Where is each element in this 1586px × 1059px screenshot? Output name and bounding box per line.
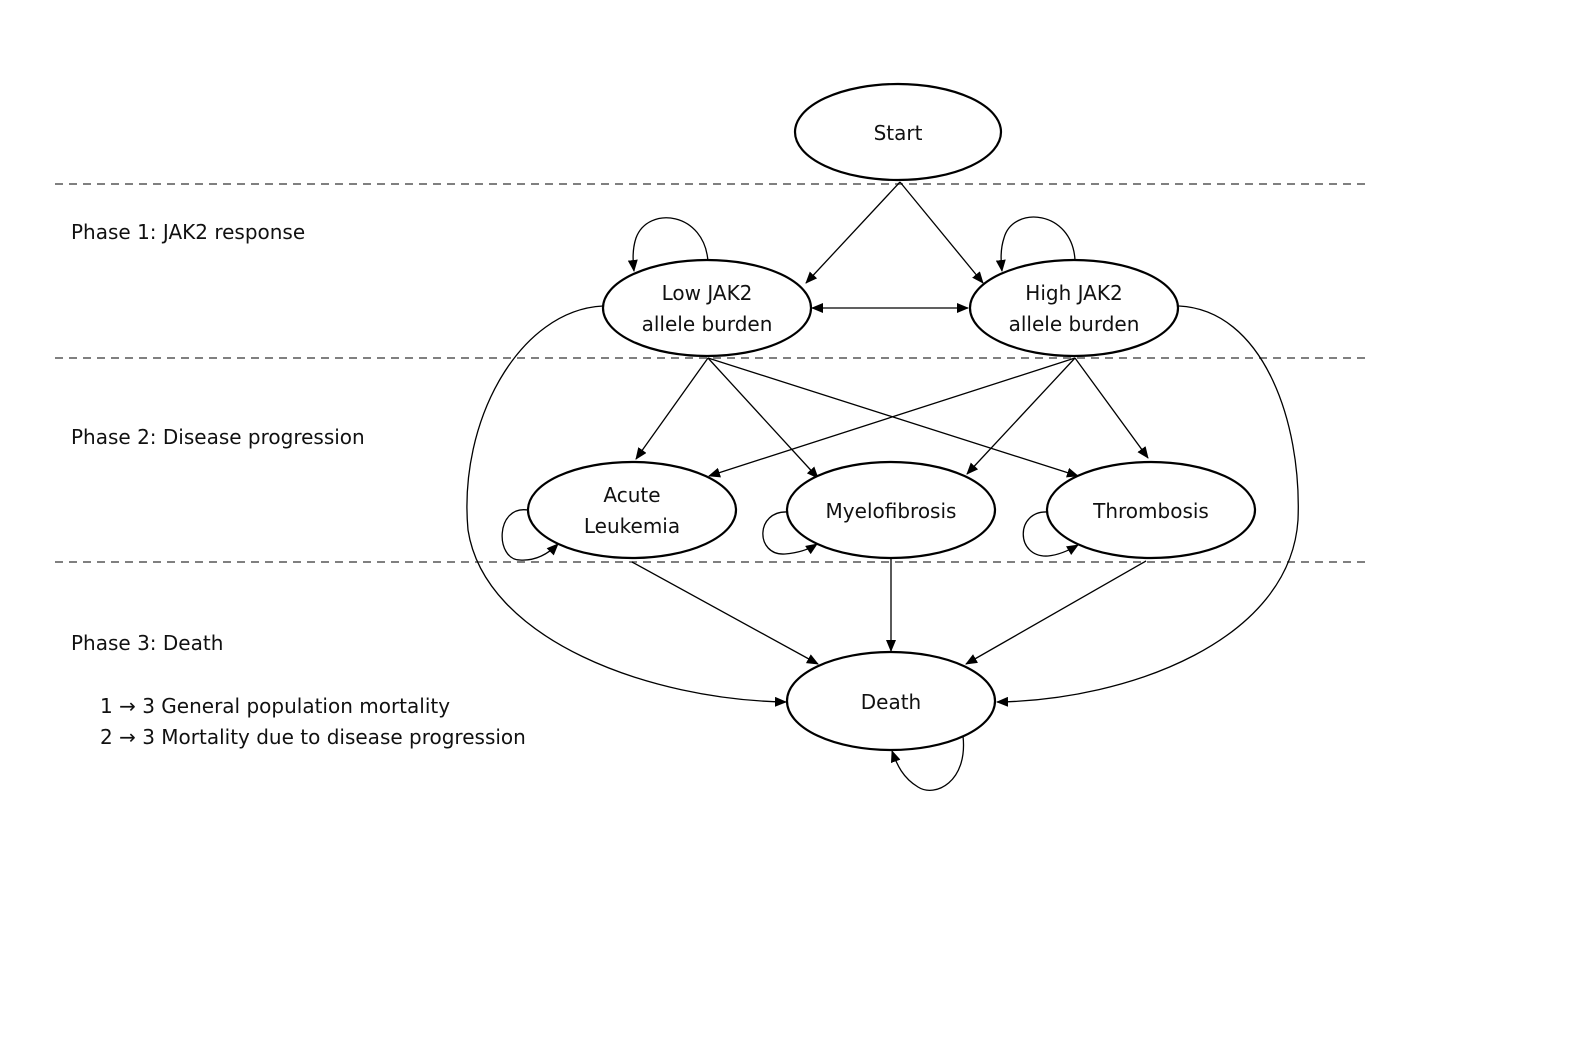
- edge-death-self-loop: [890, 735, 965, 791]
- node-start: Start: [793, 82, 1003, 182]
- edge-high-jak2-to-myelofibrosis: [966, 357, 1076, 475]
- edge-high-jak2-self-loop: [995, 216, 1076, 272]
- edge-acute-leukemia-self-loop: [501, 509, 559, 561]
- node-high-jak2-label-line2: allele burden: [1009, 312, 1140, 336]
- node-acute-leukemia-label-line1: Acute: [603, 483, 660, 507]
- edge-myelofibrosis-self-loop: [762, 511, 818, 555]
- legend-line-2: 2 → 3 Mortality due to disease progressi…: [100, 725, 526, 749]
- edge-low-jak2-self-loop: [627, 217, 709, 272]
- node-high-jak2-label-line1: High JAK2: [1025, 281, 1122, 305]
- phase-2-label: Phase 2: Disease progression: [71, 425, 365, 449]
- node-thrombosis: Thrombosis: [1045, 460, 1257, 560]
- node-myelofibrosis-label: Myelofibrosis: [826, 499, 957, 523]
- edge-start-to-low-jak2: [805, 181, 901, 284]
- node-acute-leukemia-label-line2: Leukemia: [584, 514, 680, 538]
- node-acute-leukemia: Acute Leukemia: [526, 460, 738, 560]
- legend-line-1: 1 → 3 General population mortality: [100, 694, 450, 718]
- edge-high-jak2-to-thrombosis: [1074, 357, 1149, 459]
- node-low-jak2-label-line1: Low JAK2: [662, 281, 753, 305]
- phase-3-label: Phase 3: Death: [71, 631, 223, 655]
- node-low-jak2: Low JAK2 allele burden: [601, 258, 813, 358]
- node-thrombosis-label: Thrombosis: [1092, 499, 1209, 523]
- edges: [466, 181, 1299, 791]
- node-death: Death: [785, 650, 997, 752]
- phase-1-label: Phase 1: JAK2 response: [71, 220, 305, 244]
- edge-low-jak2-to-myelofibrosis: [707, 357, 819, 479]
- edge-start-to-high-jak2: [899, 181, 984, 284]
- node-high-jak2: High JAK2 allele burden: [968, 258, 1180, 358]
- edge-acute-leukemia-to-death: [631, 561, 819, 665]
- edge-high-jak2-to-acute-leukemia: [708, 357, 1076, 478]
- node-start-label: Start: [874, 121, 923, 145]
- edge-high-jak2-to-death: [996, 305, 1299, 707]
- node-low-jak2-label-line2: allele burden: [642, 312, 773, 336]
- edge-thrombosis-to-death: [965, 560, 1147, 665]
- edge-low-jak2-to-acute-leukemia: [635, 357, 709, 460]
- edge-low-jak2-to-death: [466, 305, 787, 707]
- edge-thrombosis-self-loop: [1022, 511, 1079, 557]
- node-myelofibrosis: Myelofibrosis: [785, 460, 997, 560]
- node-death-label: Death: [861, 690, 921, 714]
